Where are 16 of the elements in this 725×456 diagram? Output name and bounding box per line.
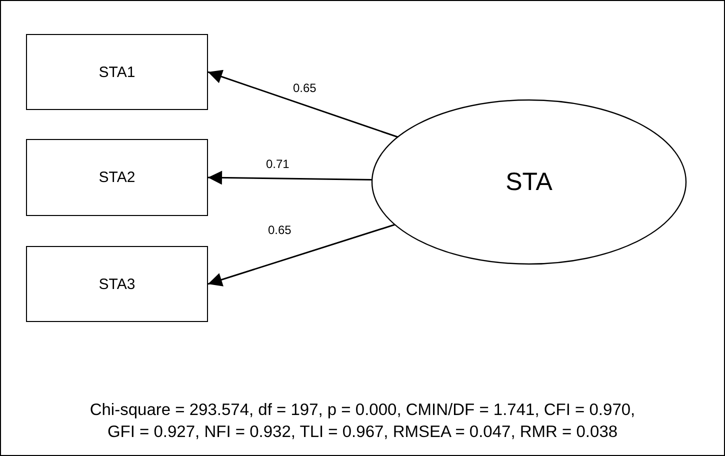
variable-name: STA1 [98, 64, 136, 80]
path-coefficient: 0.65 [292, 82, 318, 95]
variable-name: STA2 [98, 169, 136, 186]
arrow [208, 224, 396, 286]
observed-variable-box [26, 246, 208, 322]
arrow [208, 170, 372, 185]
variable-name: STA [506, 168, 552, 196]
variable-name: STA3 [98, 276, 136, 292]
path-coefficient: 0.65 [267, 224, 292, 237]
fit-statistics-text: GFI = 0.927, NFI = 0.932, TLI = 0.967, RMSEA = 0.047, RMR = 0.038 [106, 423, 619, 442]
path-coefficient: 0.71 [265, 158, 290, 171]
observed-variable-box [26, 139, 208, 216]
observed-variable-box [26, 34, 208, 110]
arrow [208, 70, 398, 138]
latent-variable-ellipse [371, 99, 687, 265]
fit-statistics-text: Chi-square = 293.574, df = 197, p = 0.000, CMIN/DF = 1.741, CFI = 0.970, [88, 401, 636, 420]
